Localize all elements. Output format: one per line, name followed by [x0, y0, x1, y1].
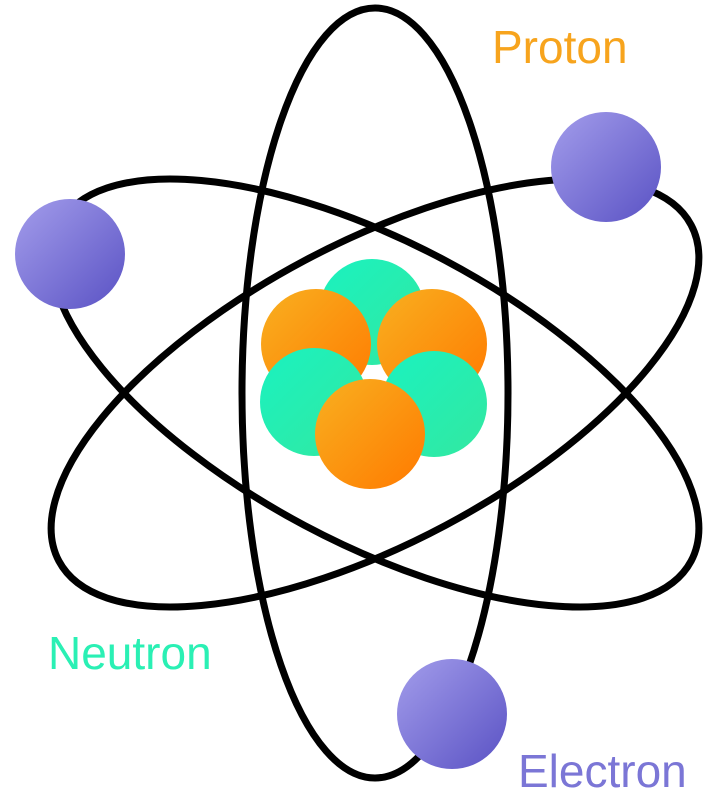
electron-label: Electron [518, 745, 687, 797]
neutron-label: Neutron [48, 627, 212, 679]
orbit-tilted-right [47, 175, 703, 611]
nucleus [260, 259, 487, 489]
electron [15, 199, 125, 309]
proton-label: Proton [492, 21, 628, 73]
electron [397, 659, 507, 769]
electron [551, 112, 661, 222]
orbit-vertical [238, 4, 512, 782]
proton [315, 379, 425, 489]
